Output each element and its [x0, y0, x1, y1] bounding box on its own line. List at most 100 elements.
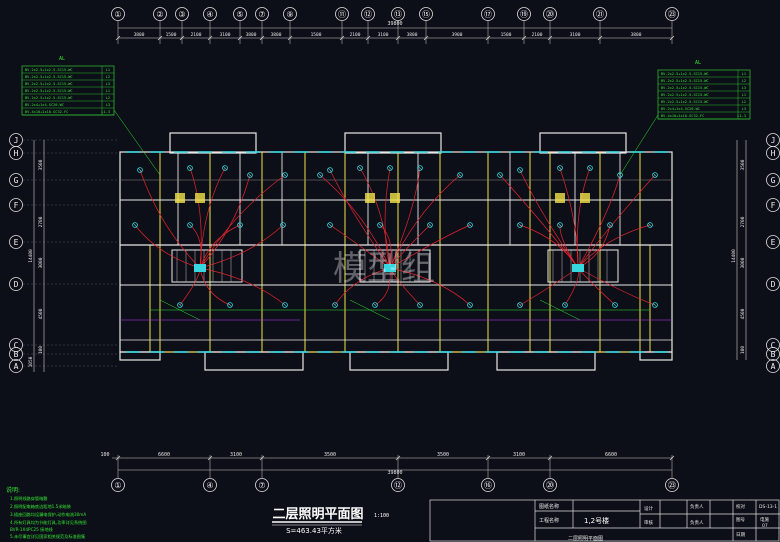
- axis-bubble: [9, 359, 23, 373]
- wire-run: [199, 174, 286, 269]
- title-cell: 设计: [644, 505, 653, 512]
- axis-label: F: [771, 201, 776, 210]
- ceiling-light: [607, 222, 613, 228]
- axis-label: ④: [206, 10, 213, 19]
- light-cross: [188, 166, 192, 170]
- axis-bubble: [9, 198, 23, 212]
- axis-label: C: [771, 341, 776, 350]
- dimension-value: 6600: [605, 452, 617, 458]
- light-cross: [653, 303, 657, 307]
- axis-bubble: [111, 7, 125, 21]
- light-cross: [653, 173, 657, 177]
- watermark: 模型组: [333, 249, 435, 289]
- dimension-value: 3500: [38, 159, 44, 170]
- ceiling-light: [517, 302, 523, 308]
- title-bottom-text: 二层照明平面图: [568, 536, 603, 542]
- title-row2-label: 工程名称: [539, 517, 559, 524]
- ceiling-light: [187, 165, 193, 171]
- wire-run: [199, 267, 286, 306]
- light-cross: [648, 223, 652, 227]
- axis-bubble: [665, 478, 679, 492]
- dimension-total: 14400: [731, 249, 737, 263]
- wire-run: [319, 174, 391, 269]
- wire-run: [576, 167, 591, 269]
- legend-row: BV-2x2.5+1x2.5-SC15-WC: [25, 75, 73, 79]
- light-cross: [518, 303, 522, 307]
- wire-run: [519, 267, 579, 306]
- light-cross: [468, 303, 472, 307]
- axis-bubble: [665, 7, 679, 21]
- wire-run: [179, 267, 201, 306]
- wall-room: [349, 351, 449, 371]
- axis-label: ⑪: [338, 10, 346, 19]
- wire-run: [189, 224, 202, 269]
- dimension-value: 3900: [452, 32, 463, 38]
- wire-run: [577, 174, 621, 269]
- legend-code: L1: [106, 68, 110, 72]
- ceiling-light: [497, 172, 503, 178]
- axis-label: H: [14, 149, 19, 158]
- light-cross: [138, 168, 142, 172]
- dimension-value: 2100: [350, 32, 361, 38]
- lighting-wiring: [120, 167, 672, 321]
- legend-row: BV-4x10+1x10-SC32-FC: [25, 110, 68, 114]
- switch-panel: [175, 193, 185, 203]
- legend-code: L3: [742, 86, 746, 90]
- axis-label: B: [771, 350, 776, 359]
- axis-bubble: [153, 7, 167, 21]
- title-cell: 电施: [760, 516, 769, 523]
- wire-run: [374, 267, 391, 306]
- scale-tag: 1:100: [374, 513, 389, 519]
- wire-run: [389, 174, 461, 269]
- dimension-value: 100: [38, 346, 44, 354]
- note-line: 2.照明配电箱底边距地1.5米暗装: [10, 503, 72, 510]
- dimension-value: 3100: [220, 32, 231, 38]
- ceiling-light: [327, 167, 333, 173]
- switch-panel: [390, 193, 400, 203]
- legend-code: L2: [106, 75, 110, 79]
- axis-bubble: [517, 7, 531, 21]
- wall-room: [204, 351, 304, 371]
- light-cross: [178, 303, 182, 307]
- axis-label: D: [771, 280, 776, 289]
- light-cross: [468, 223, 472, 227]
- stair-block: [359, 249, 431, 283]
- light-cross: [373, 303, 377, 307]
- ceiling-light: [372, 302, 378, 308]
- light-cross: [518, 223, 522, 227]
- side-dimension-text: 3500270030004500100144001050350027003000…: [28, 159, 746, 367]
- legend-row: BV-2x4+1x4-SC20-WC: [661, 107, 700, 111]
- wire-run: [577, 224, 651, 269]
- axis-label: D: [14, 280, 19, 289]
- ceiling-light: [557, 222, 563, 228]
- light-cross: [558, 223, 562, 227]
- dimension-value: 3500: [740, 159, 746, 170]
- light-cross: [283, 303, 287, 307]
- ceiling-light: [282, 172, 288, 178]
- dimension-total: 39800: [387, 21, 402, 27]
- light-cross: [188, 223, 192, 227]
- axis-label: G: [771, 176, 776, 185]
- axis-label: ④: [206, 481, 213, 490]
- title-cell: 图号: [736, 517, 745, 523]
- axis-bubble: [203, 7, 217, 21]
- axis-label: ⑬: [394, 10, 402, 19]
- distribution-box: [384, 264, 396, 272]
- axis-label: ⑤: [236, 10, 243, 19]
- ceiling-light: [222, 165, 228, 171]
- axis-bubble: [175, 7, 189, 21]
- side-dimension-lines: [33, 140, 747, 372]
- legend-code: L1-3: [101, 110, 110, 114]
- ceiling-light: [317, 172, 323, 178]
- light-cross: [428, 223, 432, 227]
- dimension-value: 1050: [28, 356, 34, 367]
- design-notes: 说明: 1.照明线路穿管暗敷 2.照明配电箱底边距地1.5米暗装 3.插座回路均…: [6, 486, 87, 540]
- legend-code: L2: [106, 96, 110, 100]
- light-cross: [281, 223, 285, 227]
- dimension-total: 14400: [28, 249, 34, 263]
- axis-label: J: [771, 136, 776, 145]
